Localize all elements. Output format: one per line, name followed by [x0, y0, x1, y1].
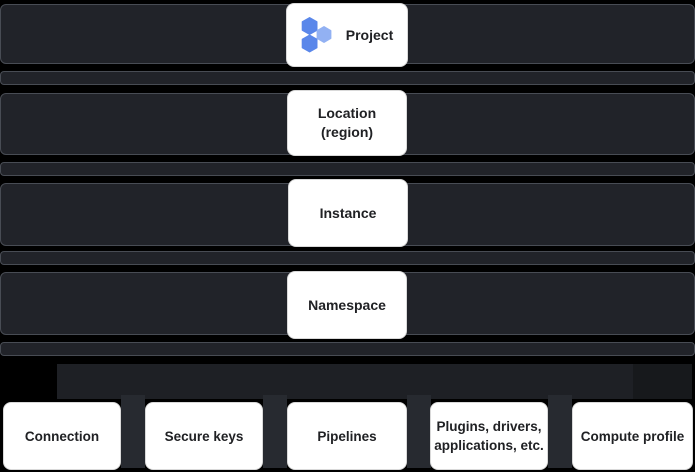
- node-location-label: Location (region): [317, 105, 377, 140]
- node-instance-label: Instance: [319, 204, 377, 221]
- node-pipelines-label: Pipelines: [317, 428, 377, 444]
- node-project-label: Project: [345, 26, 394, 43]
- connector-strip-right: [633, 364, 692, 399]
- connector-column-4: [548, 395, 572, 468]
- node-location: Location (region): [287, 90, 407, 156]
- node-connection: Connection: [3, 402, 121, 470]
- node-secure-keys-label: Secure keys: [164, 428, 244, 444]
- data-fusion-icon: [301, 17, 332, 53]
- spacer-band-4: [0, 342, 695, 356]
- node-namespace: Namespace: [287, 271, 407, 339]
- node-secure-keys: Secure keys: [145, 402, 263, 470]
- spacer-band-2: [0, 162, 695, 176]
- node-compute-profile-label: Compute profile: [580, 428, 685, 444]
- node-instance: Instance: [288, 179, 408, 247]
- spacer-band-3: [0, 251, 695, 265]
- node-plugins-label: Plugins, drivers, applications, etc.: [434, 419, 544, 453]
- connector-column-3: [407, 395, 431, 468]
- connector-column-2: [263, 395, 287, 468]
- node-plugins: Plugins, drivers, applications, etc.: [430, 402, 548, 470]
- node-pipelines: Pipelines: [287, 402, 407, 470]
- node-connection-label: Connection: [24, 428, 100, 444]
- node-compute-profile: Compute profile: [572, 402, 693, 470]
- node-namespace-label: Namespace: [308, 296, 386, 313]
- connector-column-1: [121, 395, 145, 468]
- spacer-band-1: [0, 71, 695, 85]
- connector-strip: [57, 364, 633, 399]
- node-project: Project: [286, 3, 408, 67]
